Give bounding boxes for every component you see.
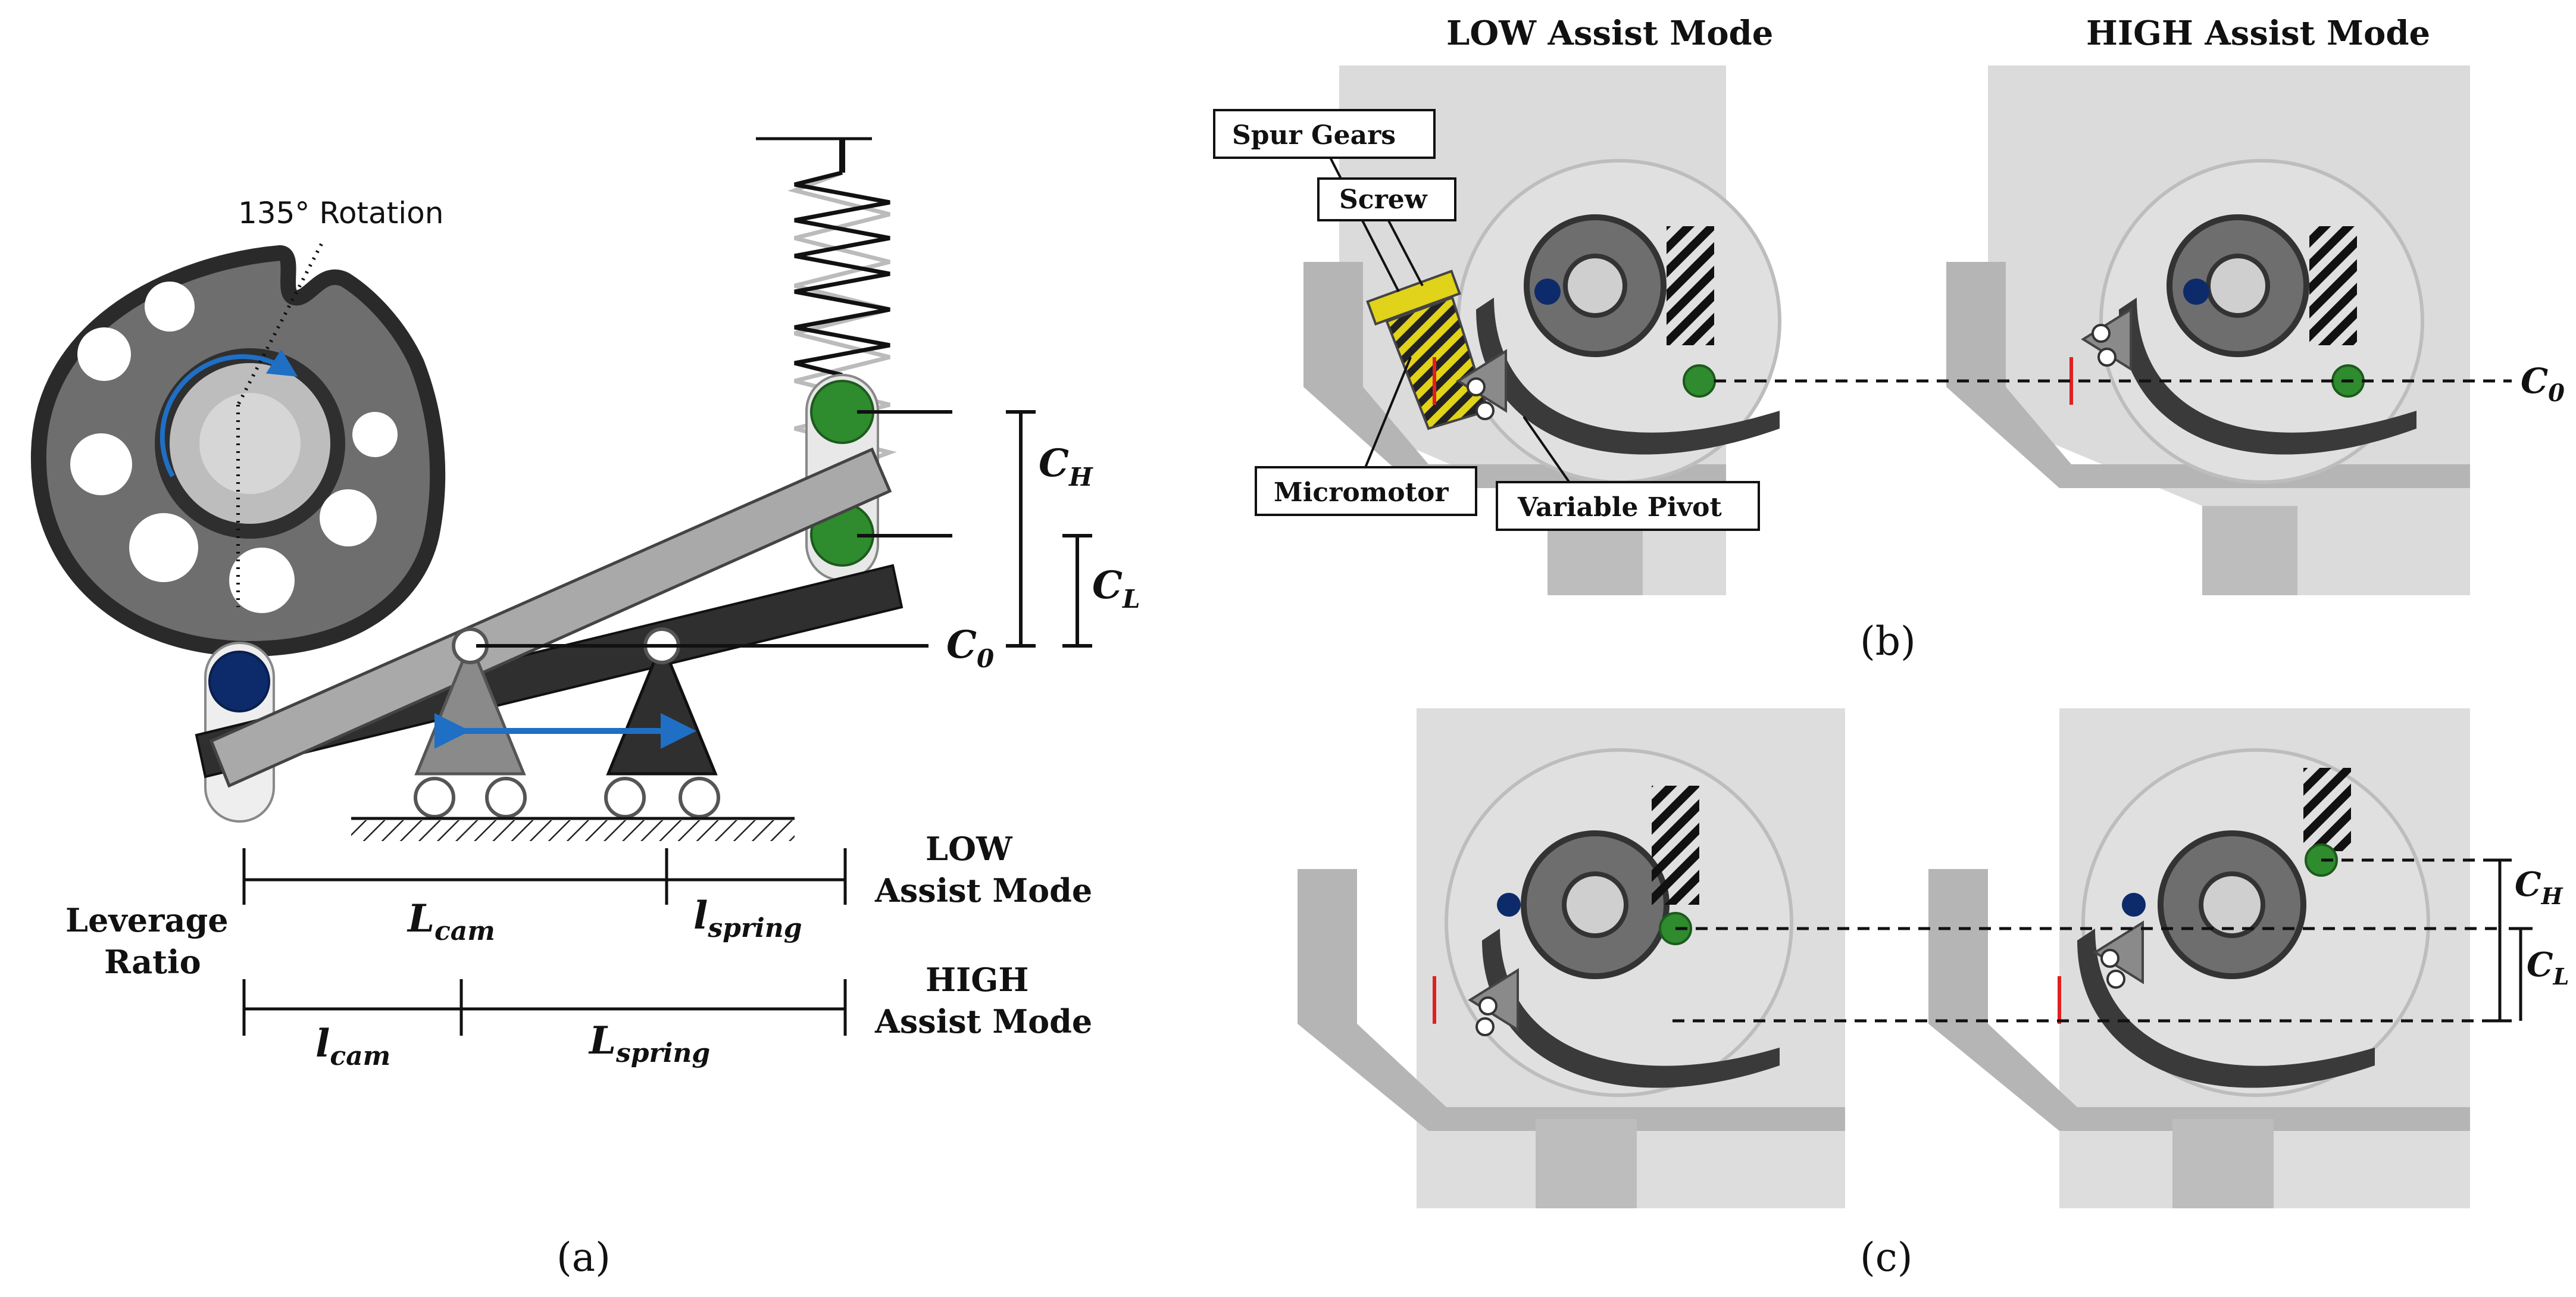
pivot-pin bbox=[2106, 970, 2125, 989]
rotation-label: 135° Rotation bbox=[238, 196, 443, 230]
rotation-arc-icon bbox=[160, 349, 298, 477]
cl-label: CL bbox=[1092, 563, 1140, 614]
spring-block bbox=[1667, 226, 1714, 345]
device-bracket bbox=[1946, 262, 2470, 488]
pivot-pin bbox=[1475, 1017, 1495, 1036]
panel-c: CH CL (c) bbox=[1298, 708, 2569, 1280]
ch-label: CH bbox=[1039, 441, 1093, 492]
follower-green bbox=[1683, 364, 1716, 398]
device-high-b bbox=[1946, 65, 2470, 595]
ground-hatch bbox=[351, 820, 795, 841]
variable-pivot bbox=[2093, 920, 2144, 985]
follower-navy bbox=[1497, 893, 1521, 917]
device-post bbox=[1536, 1119, 1637, 1208]
L-cam-label: Lcam bbox=[407, 896, 495, 946]
leader-line bbox=[1523, 415, 1573, 486]
lever-dark bbox=[195, 564, 904, 779]
cam-hole bbox=[320, 489, 377, 546]
spring-coil bbox=[794, 170, 890, 377]
micromotor-label: Micromotor bbox=[1274, 477, 1449, 508]
pivot-pin bbox=[2100, 949, 2119, 968]
cam-follower-navy bbox=[208, 651, 270, 712]
follower-navy bbox=[1534, 279, 1561, 305]
callout-box bbox=[1213, 109, 1436, 159]
device-bracket bbox=[1928, 869, 2470, 1131]
lever-arm bbox=[2077, 929, 2375, 1088]
leverage-label-1: Leverage bbox=[65, 901, 229, 939]
panel-a-caption: (a) bbox=[557, 1235, 611, 1280]
l-spring-label: lspring bbox=[693, 893, 802, 943]
pivot-pin bbox=[2097, 348, 2117, 367]
callout-box bbox=[1255, 466, 1477, 516]
low-mode-label-2: Assist Mode bbox=[874, 871, 1092, 910]
high-mode-label-2: Assist Mode bbox=[874, 1002, 1092, 1040]
device-high-c bbox=[1928, 708, 2470, 1208]
L-spring-label: Lspring bbox=[588, 1018, 710, 1068]
lever-arm bbox=[1482, 929, 1780, 1088]
leverage-label-2: Ratio bbox=[104, 943, 201, 981]
wheel bbox=[414, 777, 455, 818]
device-post bbox=[2202, 506, 2297, 595]
leader-line bbox=[1386, 217, 1424, 286]
cl-label: CL bbox=[2527, 945, 2569, 990]
lever-arm bbox=[1476, 298, 1780, 455]
cam-hole bbox=[70, 433, 132, 495]
wheel bbox=[679, 777, 720, 818]
callout-box bbox=[1317, 177, 1456, 221]
panel-b-caption: (b) bbox=[1860, 618, 1916, 664]
screw-label: Screw bbox=[1339, 185, 1428, 215]
high-assist-title: HIGH Assist Mode bbox=[2086, 14, 2430, 53]
panel-c-caption: (c) bbox=[1860, 1235, 1912, 1280]
variable-pivot-label: Variable Pivot bbox=[1517, 492, 1722, 523]
cam-hole bbox=[229, 548, 295, 613]
spring-block bbox=[2303, 768, 2351, 851]
pivot-pin bbox=[1475, 401, 1495, 420]
low-mode-label-1: LOW bbox=[926, 830, 1013, 868]
cam-hub bbox=[1562, 871, 1628, 938]
cam-hub-inner bbox=[199, 393, 301, 494]
lever-arm bbox=[2119, 298, 2416, 455]
cam-hole bbox=[352, 412, 398, 457]
spring-block bbox=[2309, 226, 2357, 345]
pivot-pin bbox=[1467, 377, 1486, 396]
callout-box bbox=[1496, 481, 1760, 531]
panel-b: LOW Assist Mode HIGH Assist Mode bbox=[1213, 14, 2565, 664]
cam-hole bbox=[129, 513, 198, 582]
c0-label: C0 bbox=[2521, 361, 2565, 407]
high-mode-label-1: HIGH bbox=[926, 961, 1028, 999]
leader-line bbox=[1362, 357, 1412, 474]
cam-hub bbox=[2199, 871, 2265, 938]
device-low-c bbox=[1298, 708, 1845, 1208]
l-cam-label: lcam bbox=[315, 1021, 390, 1071]
leader-line bbox=[1326, 151, 1400, 292]
cam-hole bbox=[145, 282, 195, 332]
cam-hole bbox=[77, 327, 131, 381]
pivot-pin bbox=[2092, 324, 2111, 343]
spring-block bbox=[1652, 786, 1699, 905]
c0-label: C0 bbox=[946, 623, 994, 673]
wheel bbox=[485, 777, 527, 818]
wheel bbox=[604, 777, 646, 818]
device-bracket bbox=[1298, 869, 1845, 1131]
cam-hub bbox=[1563, 254, 1627, 318]
follower-navy bbox=[2183, 279, 2209, 305]
pivot-pin bbox=[1478, 996, 1498, 1015]
low-assist-title: LOW Assist Mode bbox=[1446, 14, 1773, 53]
device-post bbox=[2172, 1119, 2274, 1208]
cam-disc bbox=[30, 243, 446, 657]
cam-hub bbox=[2206, 254, 2270, 318]
follower-navy bbox=[2122, 893, 2146, 917]
spur-gears-label: Spur Gears bbox=[1232, 120, 1396, 151]
panel-a: 135° Rotation CH CL C0 bbox=[30, 137, 1140, 1280]
lever-light bbox=[209, 447, 892, 788]
spur-gears bbox=[1366, 269, 1461, 326]
ch-label: CH bbox=[2515, 865, 2564, 910]
